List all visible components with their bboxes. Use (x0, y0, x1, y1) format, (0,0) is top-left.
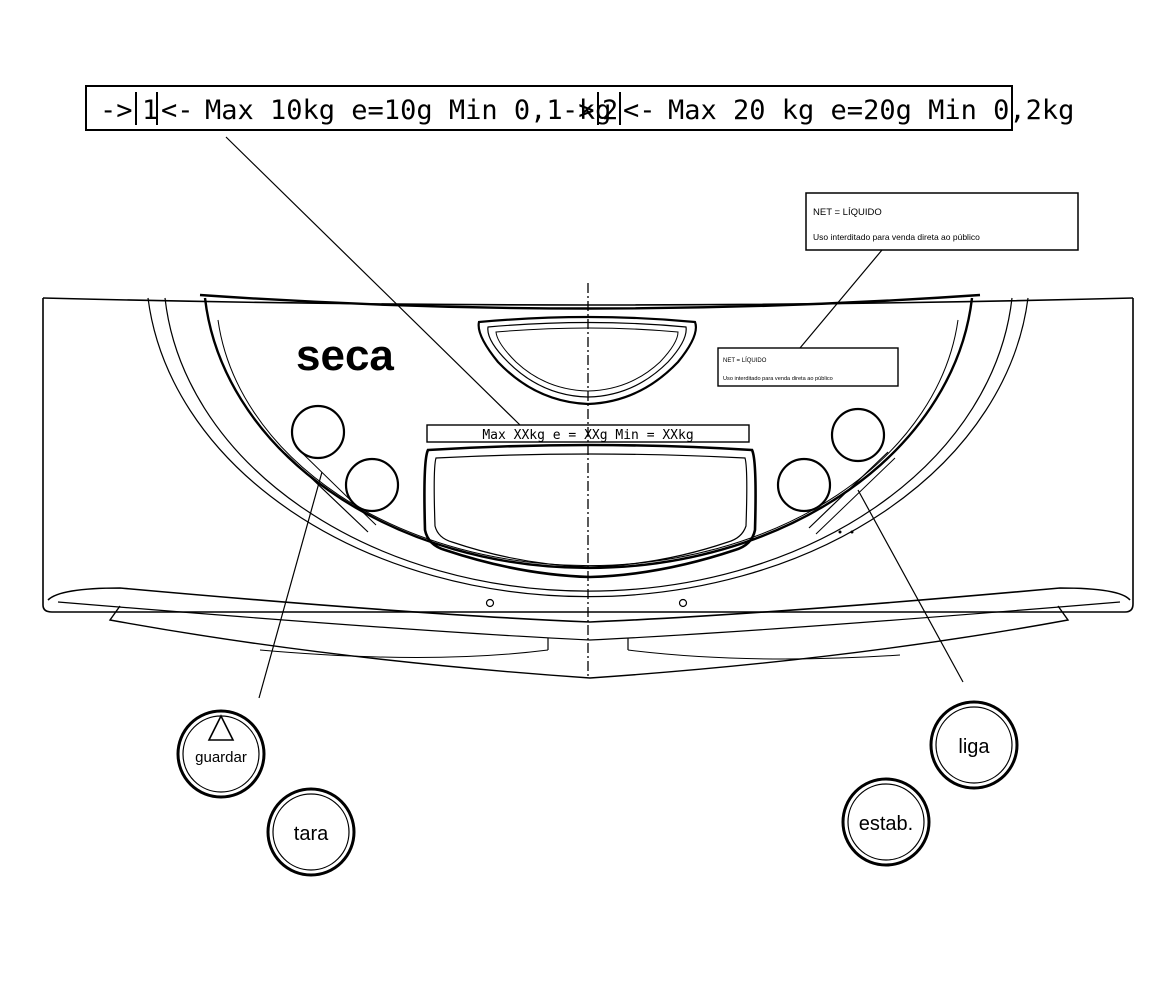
scale-body (42, 293, 1134, 679)
scale-net-label: NET = LÍQUIDO Uso interditado para venda… (717, 347, 899, 387)
range2-number: 2 (602, 95, 618, 126)
scale-net-line1: NET = LÍQUIDO (723, 357, 767, 364)
legend-label-guardar: guardar (195, 749, 247, 766)
range1-number: 1 (142, 95, 158, 126)
legend-button-estab: estab. (841, 777, 931, 867)
scale-net-line2: Uso interditado para venda direta ao púb… (723, 376, 833, 382)
scale-button-tara (344, 457, 400, 513)
scale-button-guardar (290, 404, 346, 460)
range1-arrow-left: -> (100, 95, 133, 126)
net-callout-line2: Uso interditado para venda direta ao púb… (813, 232, 980, 242)
range1-arrow-right: <- (161, 95, 194, 126)
range2-arrow-right: <- (623, 95, 656, 126)
range2-spec: Max 20 kg e=20g Min 0,2kg (668, 95, 1074, 126)
scale-button-estab (776, 457, 832, 513)
scale-button-liga (830, 407, 886, 463)
legend-label-tara: tara (294, 823, 329, 845)
range1-spec: Max 10kg e=10g Min 0,1 kg (205, 95, 611, 126)
leader-lines (225, 136, 964, 699)
range2-arrow-left: -> (562, 95, 595, 126)
triangle-up-icon (207, 714, 235, 741)
legend-button-tara: tara (266, 787, 356, 877)
legend-label-liga: liga (958, 736, 990, 758)
brand-logo: seca (296, 331, 394, 380)
legend-label-estab: estab. (859, 813, 913, 835)
net-callout-line1: NET = LÍQUIDO (813, 207, 882, 218)
spec-banner: -> 1 <- Max 10kg e=10g Min 0,1 kg -> 2 <… (85, 85, 1074, 131)
net-callout-box: NET = LÍQUIDO Uso interditado para venda… (805, 192, 1079, 251)
legend-button-liga: liga (929, 700, 1019, 790)
legend-button-guardar: guardar (176, 709, 266, 799)
